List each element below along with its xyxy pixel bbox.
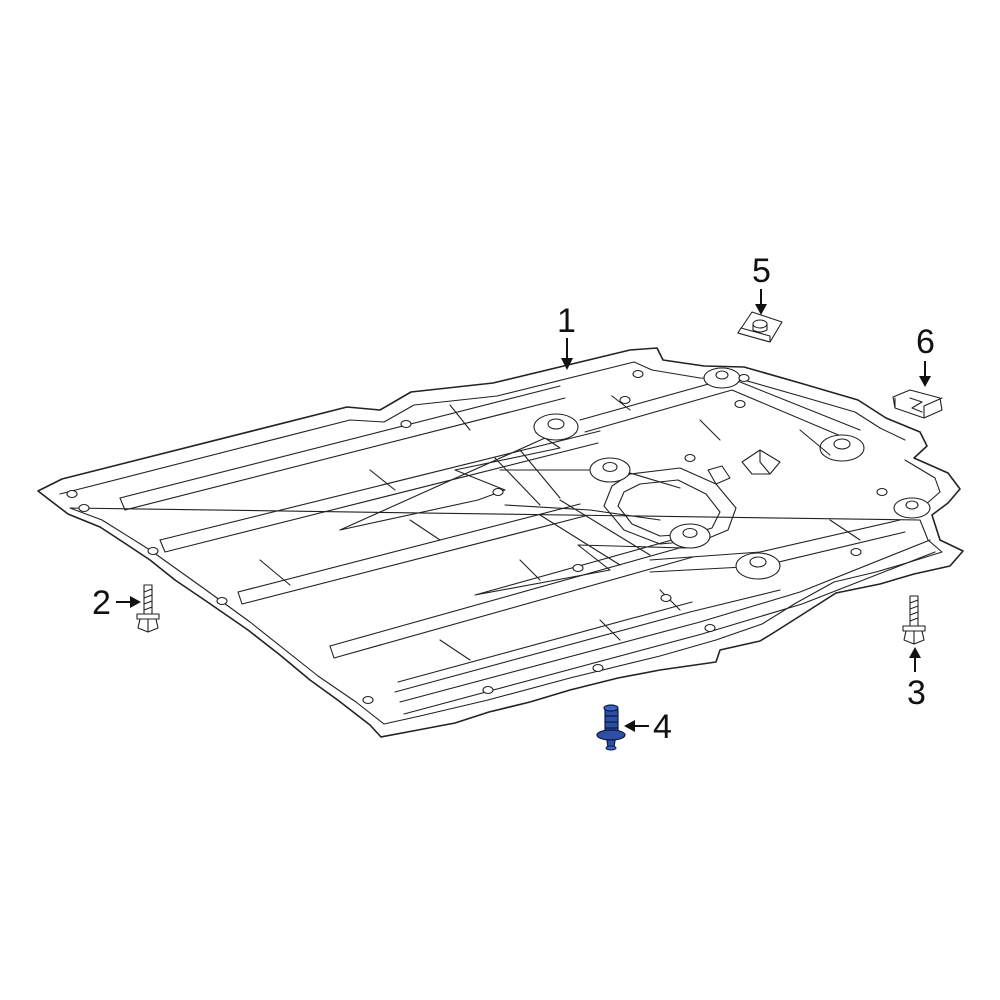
retainer-clip-detail [894, 397, 943, 419]
boss-7 [893, 497, 931, 519]
callout-6-label: 6 [916, 323, 935, 361]
push-clip[interactable] [596, 704, 626, 751]
callout-4-label: 4 [653, 708, 672, 746]
raised-tab-1 [741, 449, 781, 475]
callout-5-label: 5 [752, 252, 771, 290]
callout-3-label: 3 [907, 674, 926, 712]
push-clip-tip [605, 745, 617, 751]
cross-brace-upper [339, 437, 561, 531]
retainer-clip-body [892, 389, 943, 419]
bolt-left[interactable] [136, 584, 160, 633]
callout-2[interactable]: 2 [92, 584, 141, 622]
u-nut-plate [737, 327, 771, 343]
u-nut-barrel [752, 323, 768, 333]
boss-6 [703, 367, 741, 389]
engine-splash-shield[interactable] [37, 347, 964, 738]
bolt-right-flange [902, 625, 926, 632]
callout-3-arrow-icon [909, 647, 921, 658]
bolt-right[interactable] [902, 595, 926, 645]
callout-5[interactable]: 5 [752, 252, 771, 315]
rib-3 [237, 503, 586, 605]
callout-1[interactable]: 1 [557, 302, 576, 370]
callout-2-label: 2 [92, 584, 111, 622]
boss-2 [589, 457, 631, 483]
rib-8 [394, 589, 781, 693]
callout-4-arrow-icon [624, 720, 635, 732]
u-nut-boss [752, 319, 768, 329]
shield-inner-rim [59, 361, 943, 725]
bolt-left-shank [143, 584, 153, 615]
boss-3 [669, 523, 711, 549]
callout-5-arrow-icon [755, 304, 767, 315]
callout-6[interactable]: 6 [916, 323, 935, 387]
push-clip-flange [596, 729, 626, 741]
retainer-clip[interactable] [892, 389, 943, 419]
callout-6-arrow-icon [919, 376, 931, 387]
boss-1 [533, 413, 579, 441]
rib-1 [119, 385, 566, 511]
callout-1-label: 1 [557, 302, 576, 340]
rib-7 [399, 539, 936, 715]
boss-5 [819, 434, 865, 462]
rib-4 [329, 544, 694, 659]
bolt-left-flange [136, 613, 160, 620]
callout-2-arrow-icon [130, 596, 141, 608]
rib-1-end [119, 497, 126, 511]
raised-tab-2 [707, 465, 731, 485]
u-nut[interactable] [737, 311, 783, 343]
boss-4 [735, 552, 781, 580]
shield-outline [37, 347, 964, 738]
push-clip-top [603, 704, 619, 712]
rib-2 [159, 430, 601, 553]
callout-4[interactable]: 4 [624, 708, 672, 746]
callout-1-arrow-icon [561, 358, 573, 370]
callout-3[interactable]: 3 [907, 647, 926, 712]
bolt-right-shank [909, 595, 919, 627]
bolt-right-head [903, 630, 925, 645]
bolt-left-head [137, 618, 159, 633]
mounting-holes [66, 369, 888, 705]
